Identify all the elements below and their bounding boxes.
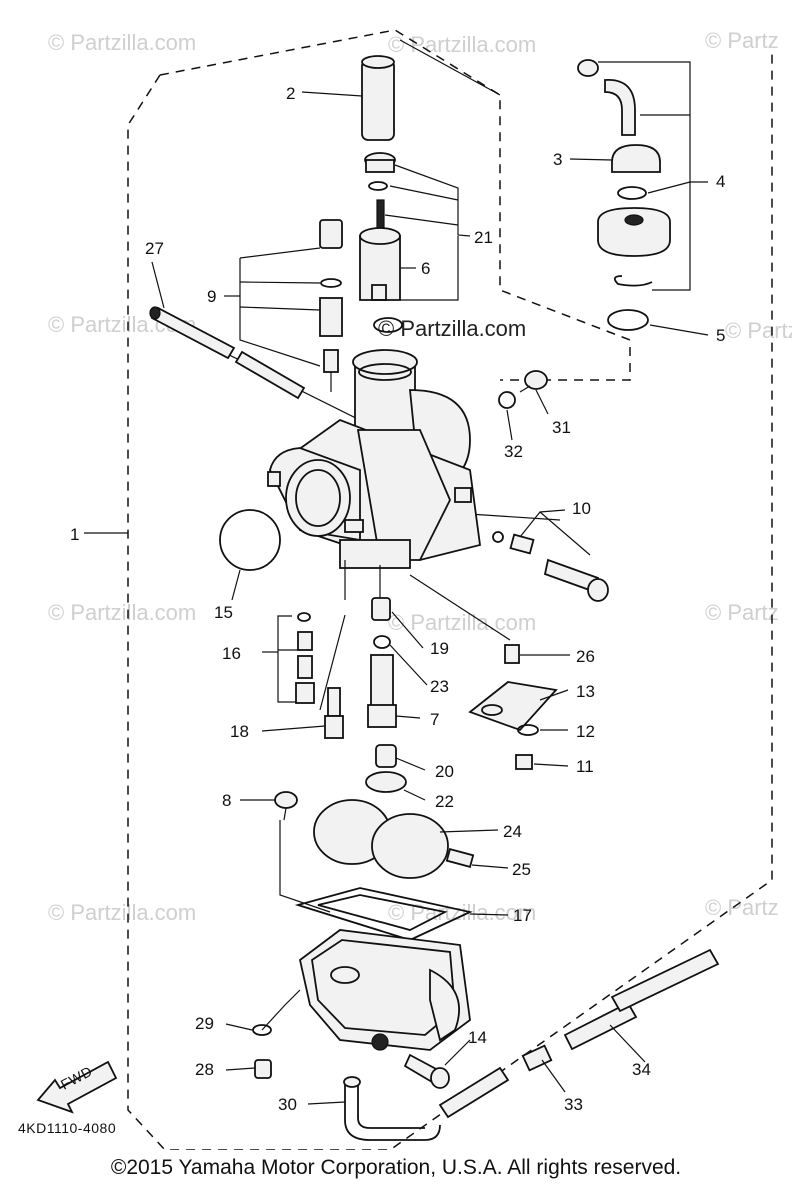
watermark: © Partzilla.com: [388, 900, 536, 925]
part-30-drain-hose: [307, 1066, 510, 1141]
callout-17: 17: [513, 906, 532, 925]
part-31-32-screw-washer: [498, 370, 549, 441]
carburetor-exploded-diagram: © Partzilla.com © Partzilla.com © Partz …: [18, 28, 792, 1150]
callout-28: 28: [195, 1060, 214, 1079]
part-2-pipe: [301, 55, 395, 141]
float-bowl: [298, 929, 471, 1051]
callout-2: 2: [286, 84, 295, 103]
callout-4: 4: [716, 172, 725, 191]
callout-21: 21: [474, 228, 493, 247]
callout-labels: 1 2 3 4 5 6 7 8 9 10 11 12 13 14 15 16 1…: [70, 84, 725, 1114]
part-29-28-drain-plug: [225, 989, 301, 1079]
watermark: © Partzilla.com: [388, 32, 536, 57]
callout-29: 29: [195, 1014, 214, 1033]
callout-10: 10: [572, 499, 591, 518]
watermark: © Partzilla.com: [48, 600, 196, 625]
callout-11: 11: [576, 757, 594, 776]
part-27-vent-hose: [149, 261, 306, 400]
watermark: © Partz: [705, 28, 779, 53]
callout-3: 3: [553, 150, 562, 169]
callout-27: 27: [145, 239, 164, 258]
callout-15: 15: [214, 603, 233, 622]
callout-26: 26: [576, 647, 595, 666]
watermark: © Partz: [705, 895, 779, 920]
diagram-code: 4KD1110-4080: [18, 1120, 116, 1136]
callout-9: 9: [207, 287, 216, 306]
callout-19: 19: [430, 639, 449, 658]
callout-5: 5: [716, 326, 725, 345]
part-16-starter-plunger: [262, 612, 315, 704]
callout-12: 12: [576, 722, 595, 741]
part-26-13-12-11: [468, 644, 570, 770]
callout-20: 20: [435, 762, 454, 781]
callout-25: 25: [512, 860, 531, 879]
callout-32: 32: [504, 442, 523, 461]
part-6-plunger: [359, 227, 459, 333]
part-24-25-float: [313, 799, 509, 879]
assembly-boundary: [127, 29, 773, 1150]
part-19-23-7-jets: [367, 597, 428, 728]
carburetor-body: [267, 349, 481, 600]
callout-31: 31: [552, 418, 571, 437]
part-17-float-gasket: [294, 887, 509, 941]
callout-18: 18: [230, 722, 249, 741]
watermark: © Partzilla.com: [388, 610, 536, 635]
watermark: © Partzilla.com: [48, 30, 196, 55]
part-10-throttle-screw: [492, 509, 609, 602]
fwd-arrow: FWD: [36, 1060, 118, 1114]
part-15-gasket: [219, 509, 281, 601]
part-14-bowl-screw: [403, 1039, 471, 1089]
callout-24: 24: [503, 822, 522, 841]
callout-13: 13: [576, 682, 595, 701]
part-18-pilot-jet: [261, 687, 344, 739]
watermark: © Partz: [705, 600, 779, 625]
callout-22: 22: [435, 792, 454, 811]
callout-34: 34: [632, 1060, 651, 1079]
part-8-drain-screw: [240, 791, 298, 821]
callout-1: 1: [70, 525, 79, 544]
center-watermark: © Partzilla.com: [378, 316, 526, 341]
part-9-pilot-screw-set: [224, 219, 343, 392]
part-20-22-main-jet: [365, 744, 426, 801]
part-21-plunger-cap: [364, 152, 471, 241]
callout-16: 16: [222, 644, 241, 663]
copyright-notice: ©2015 Yamaha Motor Corporation, U.S.A. A…: [110, 1156, 682, 1179]
part-33-34-hose-fitting: [521, 948, 720, 1093]
part-3-5-cap-assembly: [569, 59, 709, 336]
callout-23: 23: [430, 677, 449, 696]
callout-6: 6: [421, 259, 430, 278]
callout-14: 14: [468, 1028, 487, 1047]
callout-30: 30: [278, 1095, 297, 1114]
callout-7: 7: [430, 710, 439, 729]
watermark: © Partzilla.com: [48, 900, 196, 925]
callout-33: 33: [564, 1095, 583, 1114]
callout-8: 8: [222, 791, 231, 810]
watermark: © Partz: [725, 318, 792, 343]
